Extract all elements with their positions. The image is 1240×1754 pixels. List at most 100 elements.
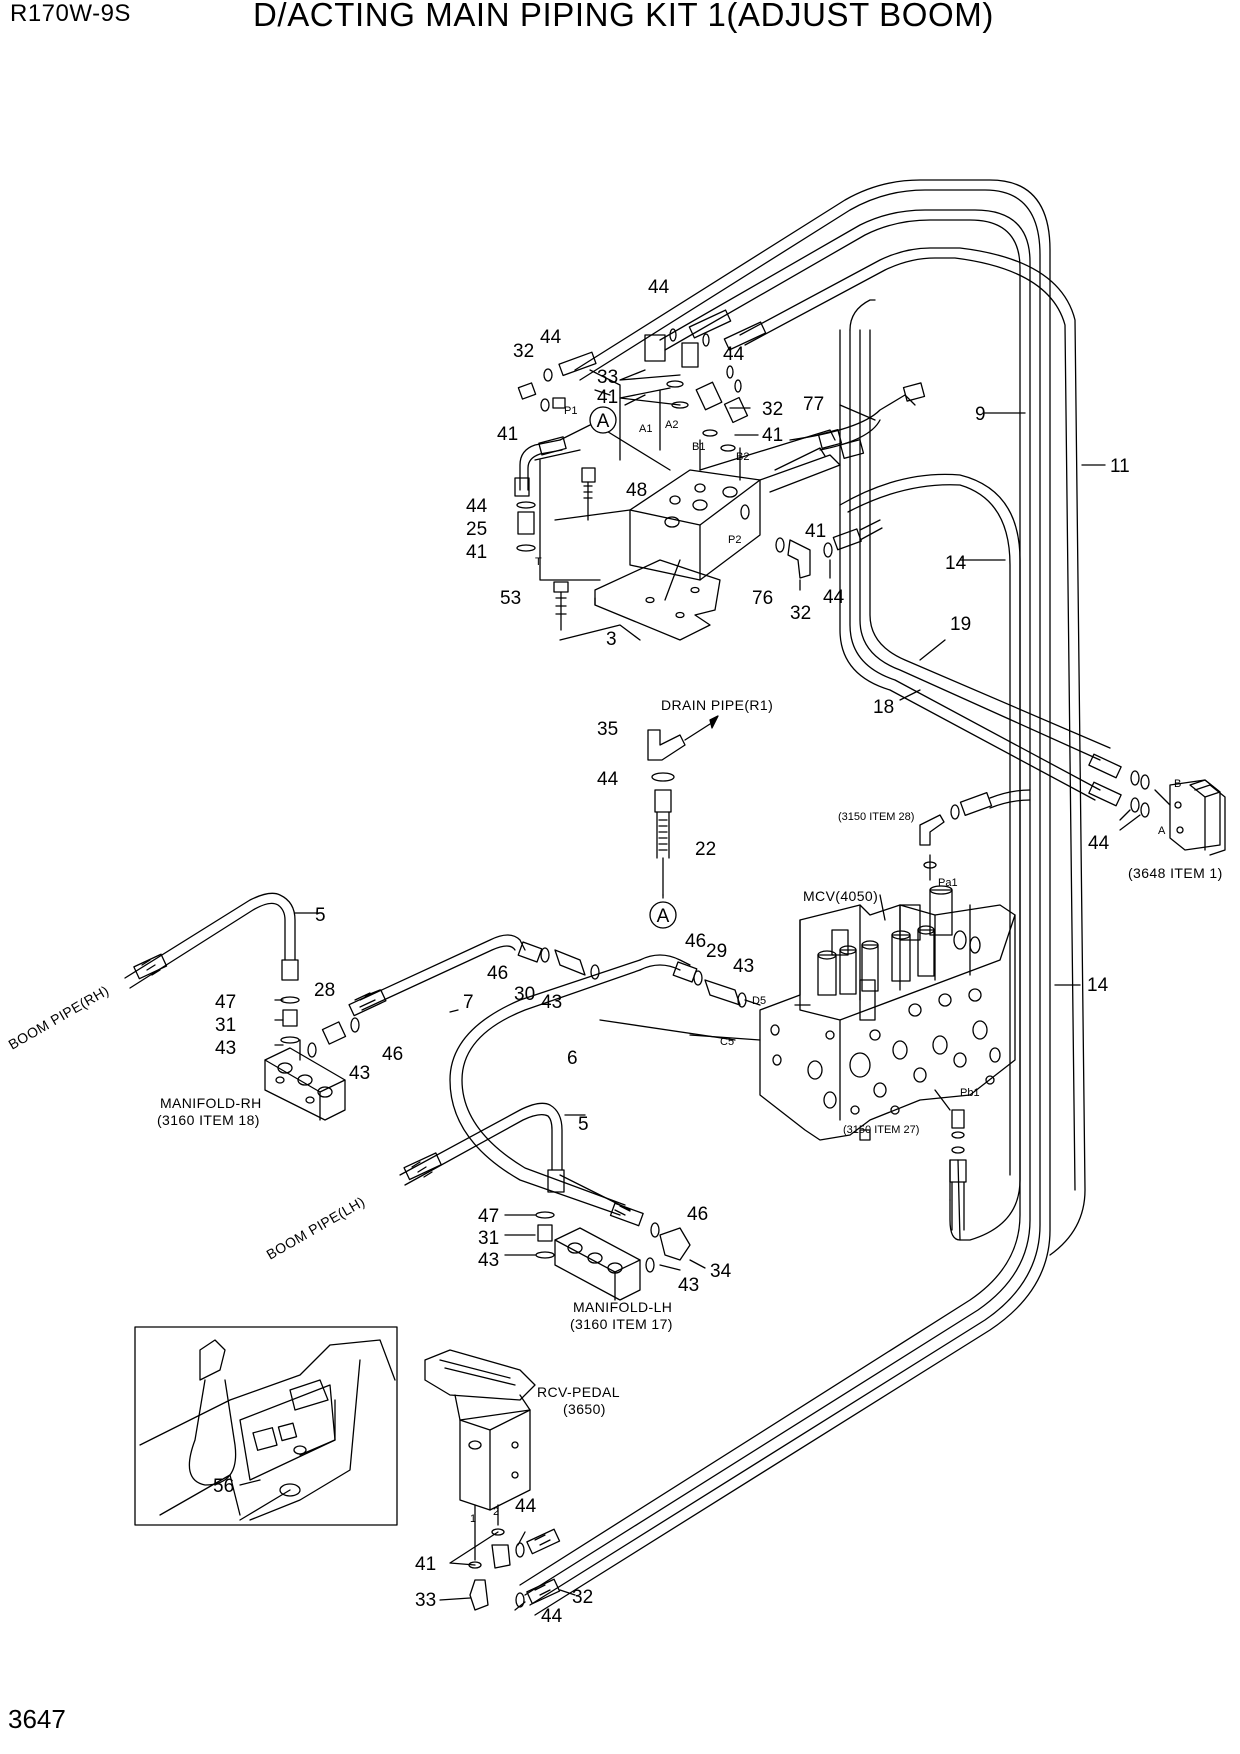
callout: 5 (578, 1114, 589, 1135)
callout: 31 (478, 1228, 499, 1249)
callout: 22 (695, 839, 716, 860)
callout-numbers: 44 32 44 33 41 44 32 77 41 41 9 11 48 44… (213, 277, 1130, 1627)
callout: 18 (873, 697, 894, 718)
callout: 43 (541, 992, 562, 1013)
label-manifold-lh: MANIFOLD-LH (573, 1299, 672, 1315)
callout-leaders (239, 369, 1141, 1611)
callout: 31 (215, 1015, 236, 1036)
port-a2: A2 (665, 419, 678, 431)
callout: 14 (1087, 975, 1109, 996)
pilot-valve-block (629, 429, 841, 581)
callout: 47 (478, 1206, 499, 1227)
callout: 33 (415, 1590, 436, 1611)
port-pb1: Pb1 (960, 1087, 980, 1099)
hose-p1 (514, 424, 591, 497)
callout: 35 (597, 719, 618, 740)
callout: 32 (762, 399, 783, 420)
callout: 48 (626, 480, 647, 501)
hose-18-19 (839, 299, 1111, 801)
label-boom-pipe-lh: BOOM PIPE(LH) (264, 1193, 368, 1262)
hose-6 (449, 954, 761, 1216)
bolt-48 (581, 467, 596, 521)
callout: 41 (597, 387, 618, 408)
port-b2: B2 (736, 451, 749, 463)
callout: 44 (541, 1606, 563, 1627)
label-3150-item-28: (3150 ITEM 28) (838, 811, 914, 823)
callout: 32 (572, 1587, 593, 1608)
callout: 32 (790, 603, 811, 624)
callout: 43 (349, 1063, 370, 1084)
callout: 43 (678, 1275, 699, 1296)
port-labels: P1 P2 A1 A2 B1 B2 T B A Pa1 Pb1 C5 D5 1 … (470, 405, 1181, 1525)
callout: 44 (723, 344, 745, 365)
callout: 77 (803, 394, 824, 415)
pedal-fittings (468, 1504, 561, 1611)
fitting-28 (299, 1017, 360, 1061)
right-elbow (775, 519, 883, 591)
mcv-leaders (879, 854, 967, 1231)
label-manifold-rh-item: (3160 ITEM 18) (157, 1112, 260, 1128)
callout: 19 (950, 614, 971, 635)
callout: 44 (466, 496, 488, 517)
fitting-29 (672, 961, 761, 1008)
rcv-pedal-body (424, 1349, 536, 1511)
label-mcv: MCV(4050) (803, 888, 878, 904)
callout: 56 (213, 1476, 234, 1497)
callout: 33 (597, 367, 618, 388)
manifold-rh (264, 1047, 346, 1121)
pilot-leaders (534, 369, 741, 641)
callout: 46 (487, 963, 508, 984)
callout: 43 (478, 1250, 499, 1271)
callout: 47 (215, 992, 236, 1013)
label-rcv-pedal-item: (3650) (563, 1401, 606, 1417)
label-3150-item-27: (3150 ITEM 27) (843, 1124, 919, 1136)
callout: 11 (1110, 456, 1130, 477)
callout: 30 (514, 984, 535, 1005)
drain-pipe (647, 715, 719, 899)
callout: 43 (733, 956, 754, 977)
model-code: R170W-9S (10, 0, 131, 27)
callout: 44 (823, 587, 845, 608)
callout: 34 (710, 1261, 732, 1282)
callout: 46 (685, 931, 706, 952)
hose-5-rh (124, 892, 300, 1044)
label-3648-item-1: (3648 ITEM 1) (1128, 865, 1223, 881)
connector-block-3648 (1088, 753, 1226, 856)
label-drain-pipe: DRAIN PIPE(R1) (661, 697, 773, 713)
callout: 53 (500, 588, 521, 609)
callout: 41 (415, 1554, 436, 1575)
callout: 28 (314, 980, 335, 1001)
mounting-plate (594, 559, 721, 641)
callout: 44 (540, 327, 562, 348)
mcv-body (759, 885, 1016, 1141)
manifold-lh (554, 1227, 641, 1301)
callout: 76 (752, 588, 773, 609)
label-manifold-rh: MANIFOLD-RH (160, 1095, 262, 1111)
reference-letter: A (597, 411, 610, 432)
callout: 9 (975, 404, 986, 425)
port-pedal-2: 2 (493, 1506, 499, 1518)
port-a: A (1158, 825, 1166, 837)
hose-bundle-9-11-14 (519, 179, 1086, 1616)
port-b1: B1 (692, 441, 705, 453)
callout: 41 (762, 425, 783, 446)
callout: 46 (687, 1204, 708, 1225)
fitting-34 (609, 1202, 691, 1273)
callout: 41 (497, 424, 518, 445)
label-manifold-lh-item: (3160 ITEM 17) (570, 1316, 673, 1332)
hose-7 (348, 934, 600, 1017)
hose-5-lh (399, 1102, 631, 1259)
callout: 25 (466, 519, 487, 540)
callout: 44 (597, 769, 619, 790)
callout: 3 (606, 629, 617, 650)
callout: 44 (1088, 833, 1110, 854)
port-a1: A1 (639, 423, 652, 435)
bolt-53 (553, 581, 569, 631)
port-c5: C5 (720, 1036, 734, 1048)
top-fittings (517, 309, 767, 452)
wiring-harness-77 (789, 382, 926, 459)
reference-circle-top: A (589, 406, 617, 434)
port-t: T (535, 556, 542, 568)
fitting-3150-28 (919, 789, 1031, 869)
